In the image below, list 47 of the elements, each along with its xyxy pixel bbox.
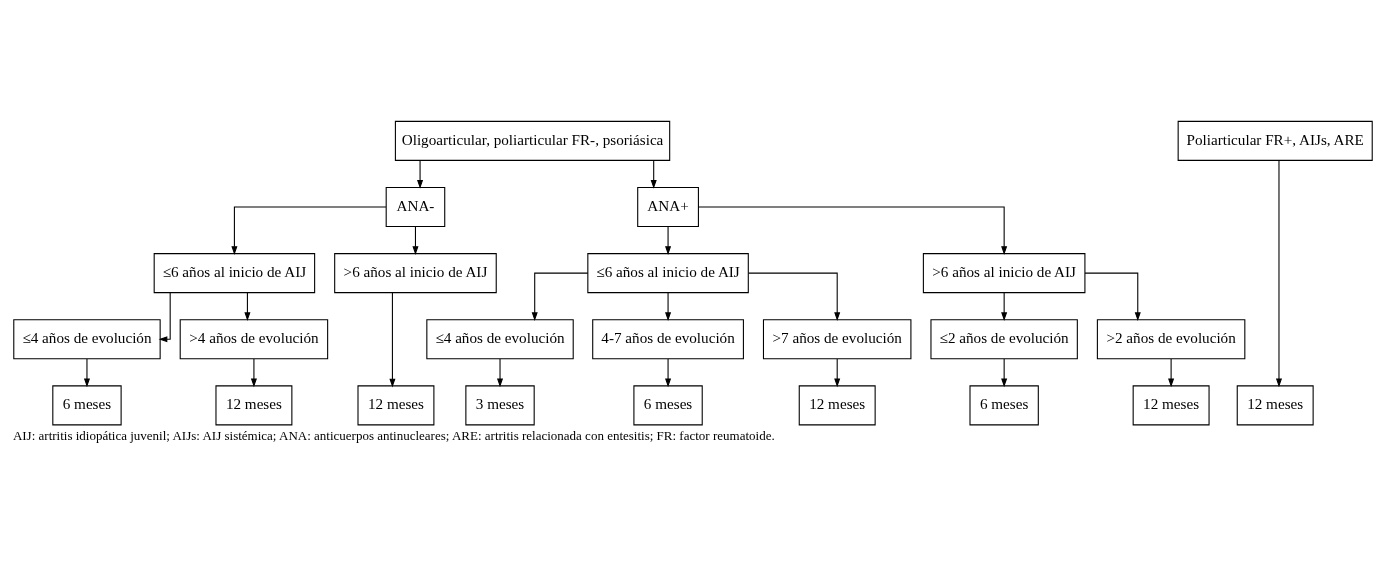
node-box: 6 meses bbox=[52, 385, 122, 426]
arrow bbox=[834, 358, 841, 388]
node-box: ≤2 años de evolución bbox=[930, 319, 1078, 360]
arrow bbox=[650, 160, 657, 189]
node-box: >6 años al inicio de AIJ bbox=[334, 253, 497, 294]
node-box: 12 meses bbox=[798, 385, 876, 426]
node-box: ≤6 años al inicio de AIJ bbox=[587, 253, 749, 294]
arrow bbox=[1275, 160, 1283, 388]
node-box: 12 meses bbox=[215, 385, 293, 426]
arrow bbox=[697, 206, 1008, 255]
caption: AIJ: artritis idiopática juvenil; AIJs: AIJ sistémica; ANA: anticuerpos antinucleares; ARE: artritis relacionada con entesitis; FR: factor reumatoide. bbox=[12, 427, 775, 443]
node-box: 4-7 años de evolución bbox=[592, 319, 744, 360]
arrow bbox=[748, 272, 841, 322]
node-box: Oligoarticular, poliarticular FR-, psoriásica bbox=[394, 120, 671, 161]
arrow bbox=[412, 226, 419, 255]
arrow bbox=[1084, 272, 1141, 322]
arrow bbox=[250, 358, 257, 388]
node-box: >4 años de evolución bbox=[179, 319, 329, 360]
node-box: >6 años al inicio de AIJ bbox=[922, 253, 1086, 294]
node-box: ANA- bbox=[385, 186, 446, 228]
arrow bbox=[158, 292, 171, 343]
node-box: 6 meses bbox=[969, 385, 1039, 426]
arrow bbox=[1001, 358, 1008, 388]
node-box: 12 meses bbox=[357, 385, 435, 426]
node-box: ANA+ bbox=[637, 186, 699, 228]
node-box: 6 meses bbox=[633, 385, 703, 426]
arrow bbox=[244, 292, 251, 322]
arrow bbox=[389, 292, 396, 388]
arrow bbox=[231, 206, 387, 255]
arrow bbox=[665, 292, 672, 322]
arrow bbox=[497, 358, 504, 388]
node-box: Poliarticular FR+, AIJs, ARE bbox=[1177, 120, 1373, 161]
arrow bbox=[83, 358, 90, 388]
node-box: ≤4 años de evolución bbox=[426, 319, 574, 360]
node-box: 12 meses bbox=[1236, 385, 1314, 426]
arrow bbox=[417, 160, 424, 189]
node-box: >2 años de evolución bbox=[1096, 319, 1246, 360]
arrow bbox=[665, 358, 672, 388]
arrow bbox=[1168, 358, 1175, 388]
node-box: ≤4 años de evolución bbox=[13, 319, 161, 360]
arrow bbox=[1001, 292, 1008, 322]
node-box: 3 meses bbox=[465, 385, 535, 426]
arrow bbox=[665, 226, 672, 255]
node-box: 12 meses bbox=[1132, 385, 1210, 426]
arrow bbox=[531, 272, 589, 322]
node-box: ≤6 años al inicio de AIJ bbox=[153, 253, 316, 294]
node-box: >7 años de evolución bbox=[762, 319, 912, 360]
